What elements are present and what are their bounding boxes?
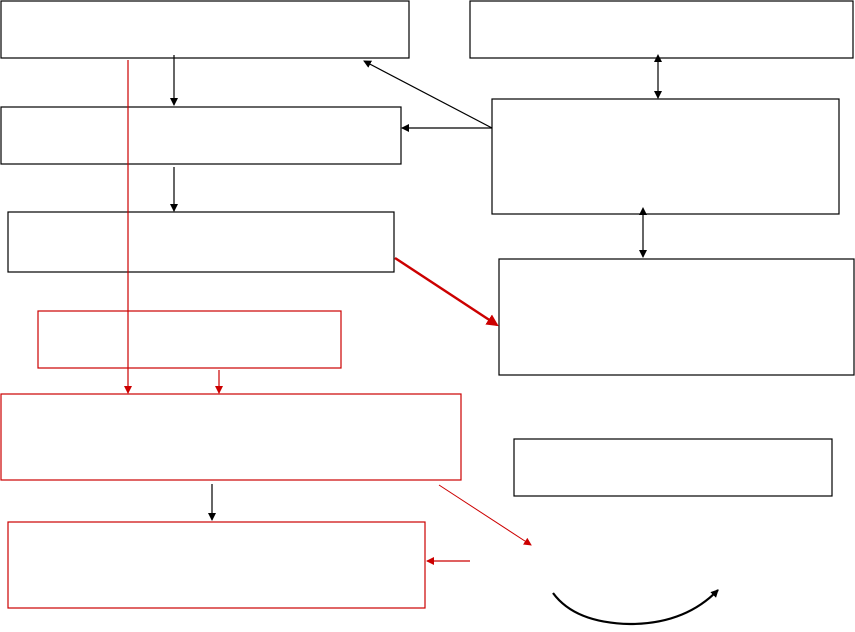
arrow-d-to-a bbox=[363, 60, 493, 129]
box-d bbox=[491, 98, 840, 215]
box-i bbox=[513, 438, 833, 497]
box-f bbox=[498, 258, 855, 376]
box-b bbox=[469, 0, 854, 59]
arrow-h-diagonal-red bbox=[438, 484, 532, 546]
arrow-e-to-f-red bbox=[394, 256, 499, 327]
box-c bbox=[0, 106, 402, 165]
box-j bbox=[7, 521, 426, 609]
curved-arrow bbox=[552, 589, 719, 626]
box-g bbox=[37, 310, 342, 369]
box-a bbox=[0, 0, 410, 59]
box-e bbox=[7, 211, 395, 273]
box-h bbox=[0, 393, 462, 481]
